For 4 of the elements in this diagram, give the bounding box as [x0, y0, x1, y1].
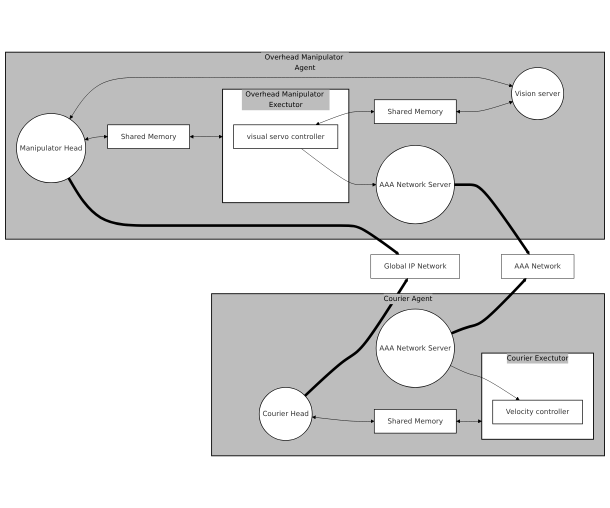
- arrow: [450, 278, 527, 335]
- arrow: [67, 177, 400, 255]
- arrow: [454, 183, 530, 255]
- arrow: [304, 278, 408, 397]
